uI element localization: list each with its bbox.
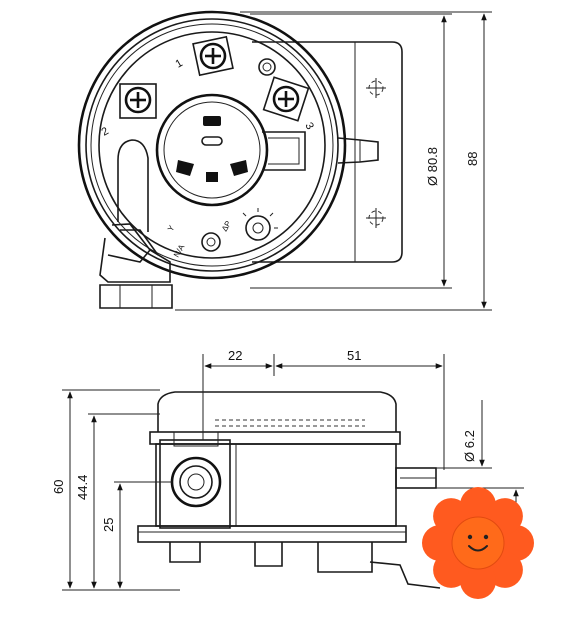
side-leg-1 — [169, 542, 201, 563]
side-flange — [149, 431, 401, 445]
dim-offset-left-label: 22 — [228, 348, 242, 363]
mounting-plate — [252, 41, 403, 263]
central-socket — [155, 93, 269, 207]
terminal-label-3: 3 — [302, 121, 315, 132]
terminal-screw-2 — [119, 83, 157, 119]
dim-outer-diameter-label: Ø 80.8 — [425, 147, 440, 186]
side-cap — [157, 391, 397, 432]
adjust-screw — [201, 232, 221, 252]
side-bracket — [369, 561, 441, 589]
side-port-housing — [159, 439, 231, 529]
tube-left — [117, 139, 149, 232]
marking-y: Y — [166, 223, 177, 233]
dim-body-height: 44.4 — [75, 413, 160, 589]
flower-petal — [460, 563, 496, 599]
flower-petal — [460, 487, 496, 523]
smiling-flower-icon — [422, 487, 534, 599]
side-leg-2 — [254, 542, 283, 567]
port-block — [99, 237, 171, 283]
socket-pin-top — [203, 116, 221, 126]
plate-hole-upper — [366, 78, 386, 98]
dim-body-height-label: 44.4 — [75, 475, 90, 500]
pressure-nozzle — [337, 137, 379, 164]
side-leg-3 — [317, 542, 373, 573]
marking-dp: ΔP — [220, 219, 233, 233]
dim-offset-right-label: 51 — [347, 348, 361, 363]
dim-nozzle-diameter-label: Ø 6.2 — [462, 430, 477, 462]
socket-pin-right — [230, 160, 248, 176]
side-base — [137, 525, 407, 543]
dim-horizontal-top: 22 51 — [202, 348, 445, 470]
housing-inner-ring — [85, 18, 339, 272]
socket-pin-left — [176, 160, 194, 176]
calibration-dial — [242, 208, 278, 241]
side-body — [155, 443, 397, 527]
plate-hole-lower — [366, 208, 386, 228]
post-top-right — [258, 58, 276, 76]
port-fitting — [99, 284, 173, 309]
flower-petal — [422, 525, 458, 561]
socket-pin-bottom — [206, 172, 218, 182]
marking-na: N/A — [172, 242, 187, 259]
dim-overall-height: 88 — [175, 11, 492, 311]
terminal-label-1: 1 — [174, 57, 185, 70]
flower-petal — [498, 525, 534, 561]
terminal-screw-3 — [262, 76, 310, 122]
dim-port-height: 25 — [101, 481, 172, 589]
terminal-label-2: 2 — [100, 125, 111, 138]
dim-total-height: 60 — [51, 389, 180, 591]
dim-port-height-label: 25 — [101, 518, 116, 532]
dim-outer-diameter: Ø 80.8 — [250, 13, 452, 289]
dim-overall-height-label: 88 — [465, 152, 480, 166]
top-view: 1 2 3 ΔP N/A Y Ø 80.8 88 — [77, 10, 492, 311]
housing-cavity — [98, 31, 326, 259]
housing-outer-ring — [77, 10, 347, 280]
dim-total-height-label: 60 — [51, 480, 66, 494]
side-view: 22 51 60 44.4 25 Ø 6.2 — [51, 348, 524, 591]
terminal-screw-1 — [192, 35, 234, 77]
